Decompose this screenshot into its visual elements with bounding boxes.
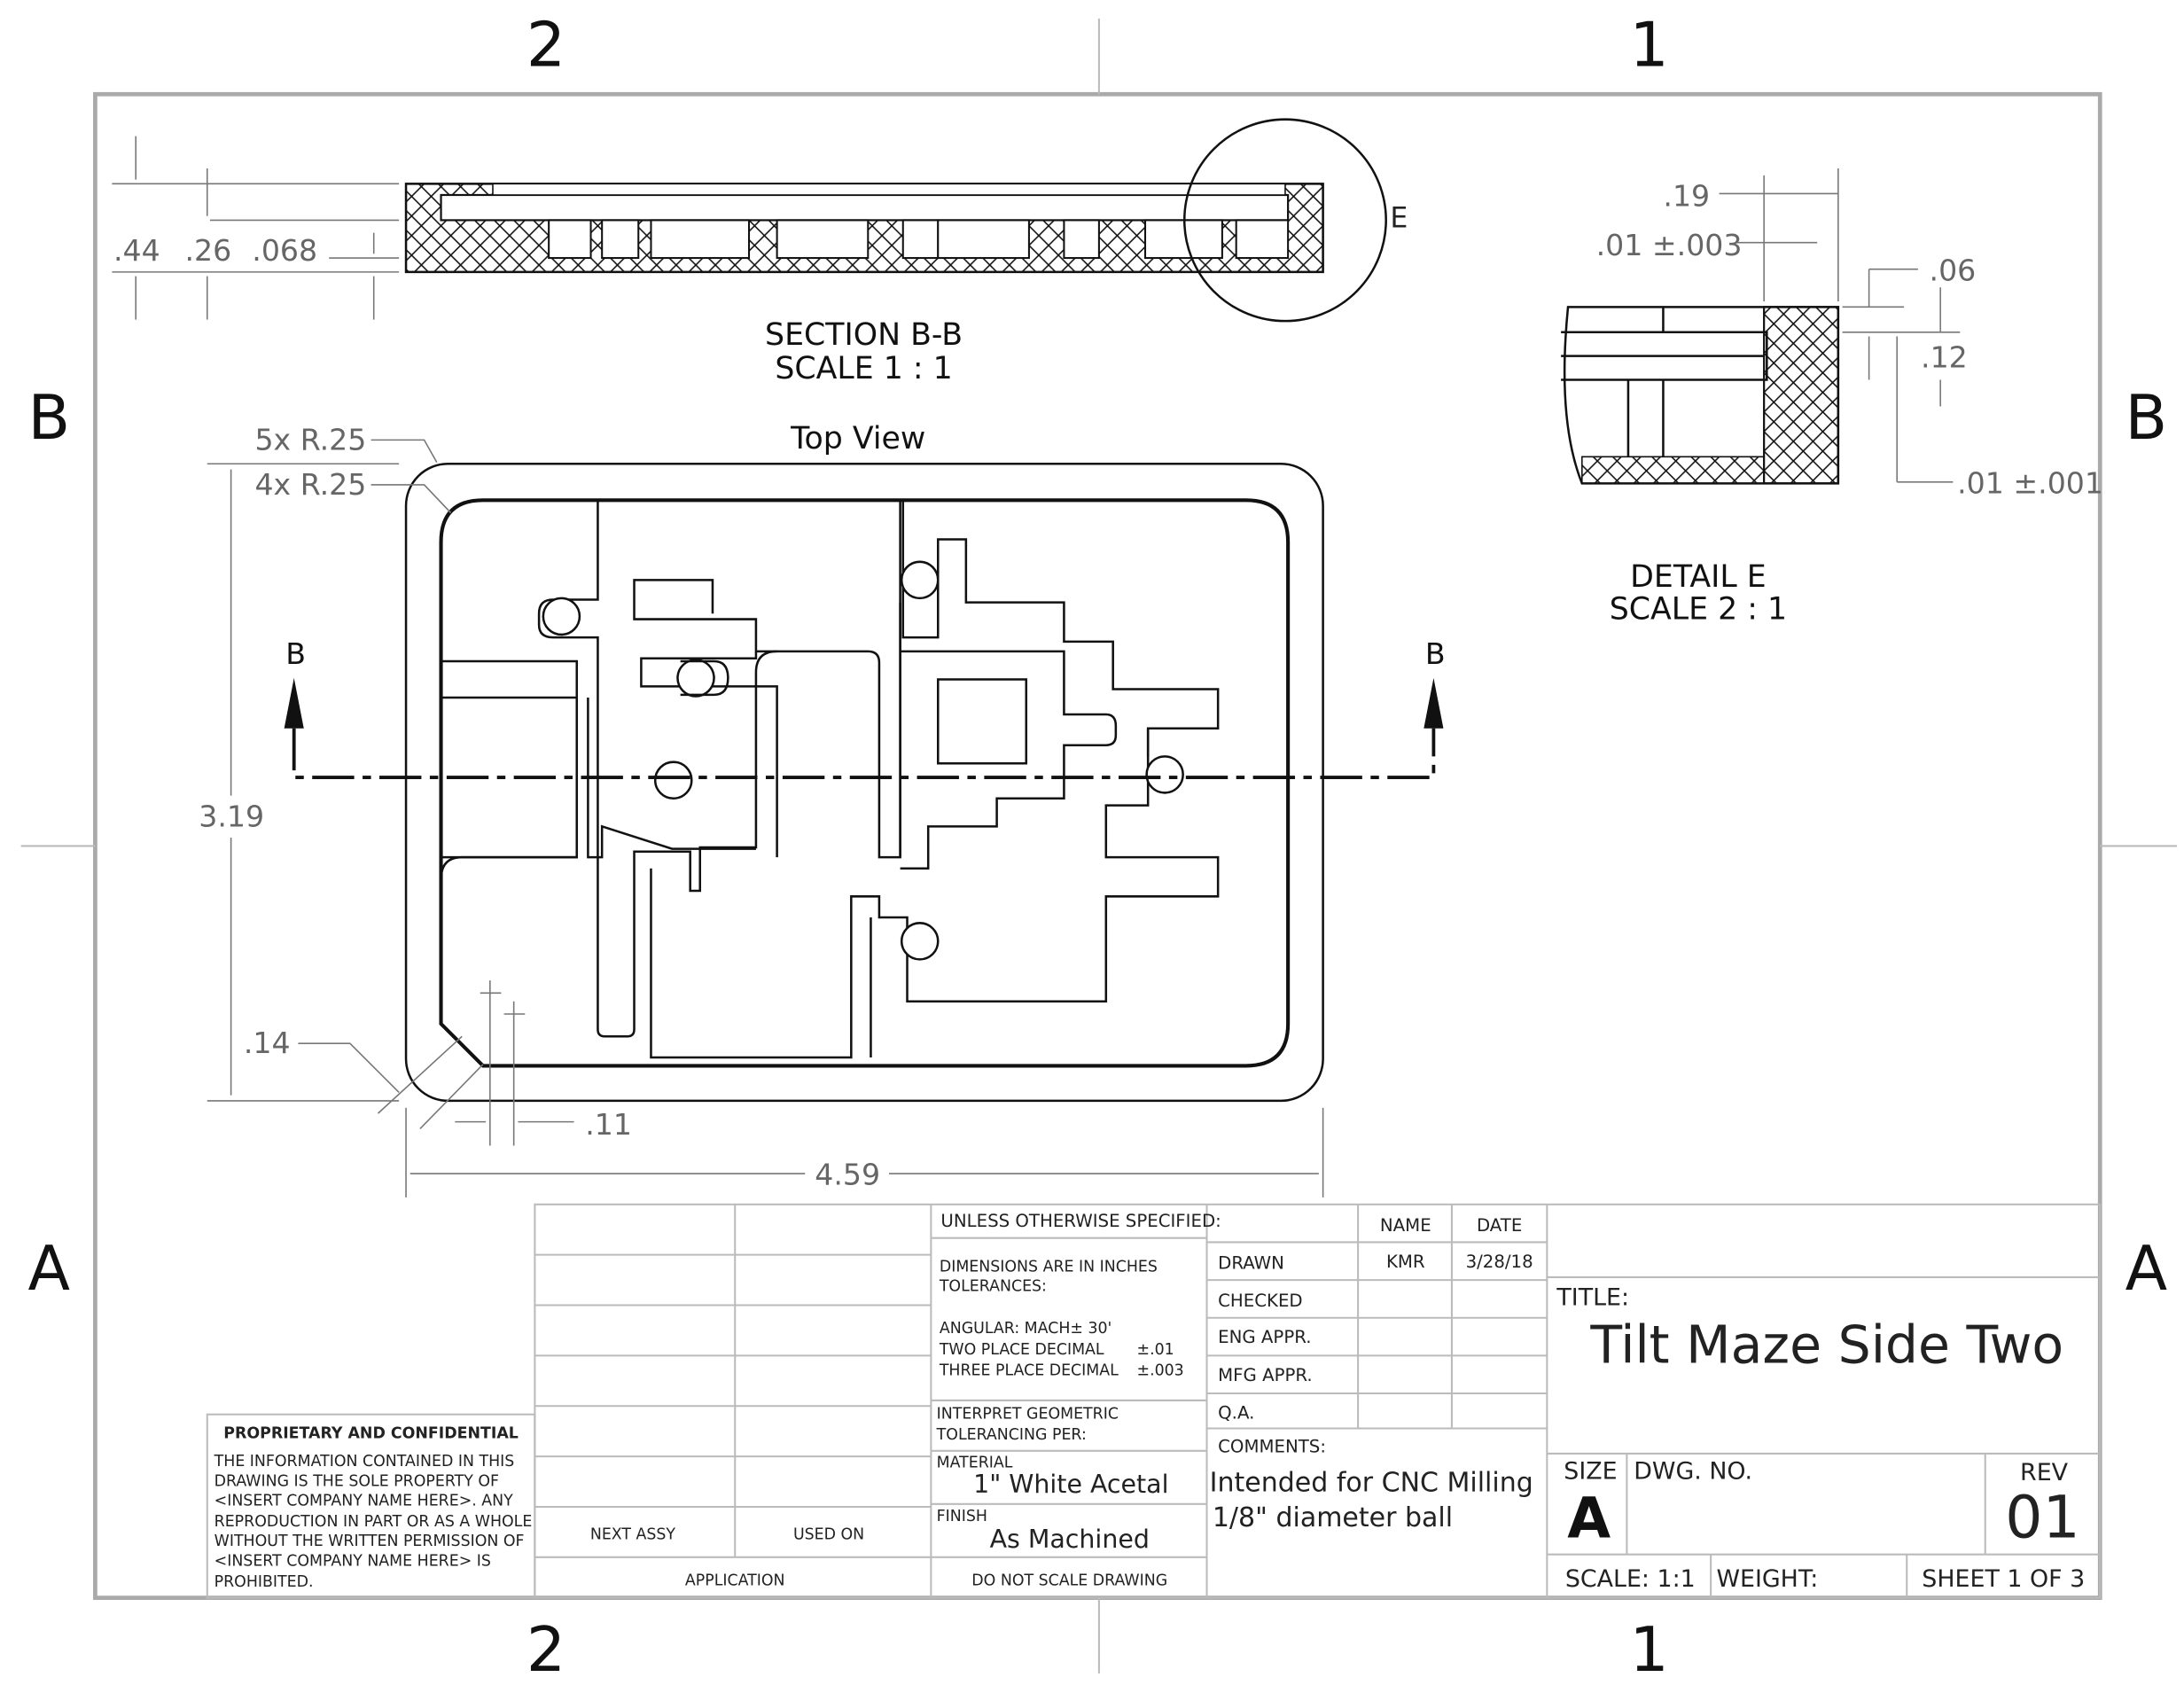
eng-appr-label: ENG APPR. — [1218, 1327, 1311, 1347]
scale-label: SCALE: 1:1 — [1565, 1565, 1696, 1593]
detail-title: DETAIL E — [1630, 559, 1767, 595]
proprietary-text: DRAWING IS THE SOLE PROPERTY OF — [214, 1472, 499, 1490]
application-label: APPLICATION — [685, 1572, 785, 1589]
drawn-name: KMR — [1386, 1252, 1425, 1272]
interpret-label: INTERPRET GEOMETRIC — [937, 1405, 1119, 1423]
sheet-label: SHEET 1 OF 3 — [1922, 1565, 2085, 1593]
interpret-label: TOLERANCING PER: — [936, 1426, 1087, 1444]
cut-label: B — [285, 636, 306, 671]
zone-label: 1 — [1630, 10, 1669, 82]
cut-label: B — [1425, 636, 1446, 671]
size-value: A — [1567, 1486, 1611, 1551]
dimension-label: .19 — [1663, 179, 1710, 214]
dwg-no-label: DWG. NO. — [1634, 1457, 1752, 1485]
section-title: SECTION B-B — [765, 317, 963, 353]
dimension-label: .01 ±.001 — [1957, 465, 2103, 500]
two-place-tolerance: ±.01 — [1137, 1341, 1174, 1359]
radius-callout: 4x R.25 — [254, 467, 366, 502]
name-header: NAME — [1380, 1215, 1431, 1236]
three-place-tolerance: ±.003 — [1137, 1361, 1184, 1379]
radius-callout: 5x R.25 — [254, 422, 366, 456]
tolerances-label: TOLERANCES: — [939, 1278, 1047, 1296]
section-cut-line — [292, 728, 1436, 779]
material-value: 1" White Acetal — [973, 1470, 1168, 1499]
dimension-label: .068 — [252, 233, 317, 268]
zone-label: B — [27, 382, 70, 454]
offset-dimension: .11 — [585, 1107, 632, 1142]
date-header: DATE — [1477, 1215, 1522, 1236]
height-dimension: 3.19 — [199, 799, 264, 833]
checked-label: CHECKED — [1218, 1291, 1302, 1311]
weight-label: WEIGHT: — [1716, 1565, 1818, 1593]
used-on-label: USED ON — [793, 1525, 864, 1543]
next-assy-label: NEXT ASSY — [590, 1525, 676, 1543]
rev-value: 01 — [2005, 1483, 2079, 1552]
material-label: MATERIAL — [937, 1455, 1013, 1472]
zone-label: B — [2126, 382, 2168, 454]
proprietary-title: PROPRIETARY AND CONFIDENTIAL — [223, 1425, 519, 1443]
dimension-label: .06 — [1930, 253, 1977, 287]
proprietary-text: PROHIBITED. — [214, 1573, 314, 1591]
section-view: E .44 .26 .068 SECTION B-B SCALE 1 : 1 — [112, 118, 1408, 386]
dimension-label: .12 — [1921, 339, 1968, 374]
angular-tolerance: ANGULAR: MACH± 30' — [940, 1320, 1112, 1338]
title-label: TITLE: — [1556, 1284, 1629, 1312]
drawn-date: 3/28/18 — [1466, 1252, 1533, 1272]
zone-ticks — [20, 18, 2178, 1673]
zone-label: 2 — [526, 1614, 566, 1685]
qa-label: Q.A. — [1218, 1402, 1254, 1423]
detail-view: .19 .01 ±.003 .06 .12 .01 ±.001 DETAIL E… — [1561, 168, 2103, 628]
zone-label: 2 — [526, 10, 566, 82]
detail-marker: E — [1390, 202, 1408, 234]
comment-line: Intended for CNC Milling — [1210, 1468, 1533, 1499]
drawn-label: DRAWN — [1218, 1252, 1284, 1273]
title-block: PROPRIETARY AND CONFIDENTIAL THE INFORMA… — [206, 1203, 2102, 1599]
proprietary-text: REPRODUCTION IN PART OR AS A WHOLE — [214, 1513, 533, 1531]
mfg-appr-label: MFG APPR. — [1218, 1365, 1313, 1385]
rev-label: REV — [2020, 1459, 2069, 1486]
proprietary-text: THE INFORMATION CONTAINED IN THIS — [214, 1453, 515, 1470]
finish-label: FINISH — [937, 1508, 987, 1525]
comments-label: COMMENTS: — [1218, 1436, 1326, 1456]
view-title: Top View — [790, 421, 925, 456]
zone-label: A — [28, 1233, 71, 1305]
finish-value: As Machined — [990, 1525, 1150, 1554]
two-place-label: TWO PLACE DECIMAL — [939, 1341, 1104, 1359]
proprietary-text: <INSERT COMPANY NAME HERE>. ANY — [214, 1492, 513, 1509]
section-scale: SCALE 1 : 1 — [775, 351, 952, 386]
detail-scale: SCALE 2 : 1 — [1610, 592, 1787, 628]
maze-walls — [440, 500, 1220, 1059]
zone-label: 1 — [1630, 1614, 1669, 1685]
three-place-label: THREE PLACE DECIMAL — [939, 1361, 1119, 1379]
size-label: SIZE — [1564, 1457, 1617, 1485]
dimension-label: .26 — [184, 233, 231, 268]
comment-line: 1/8" diameter ball — [1213, 1502, 1453, 1533]
top-view: Top View B B — [199, 421, 1446, 1197]
chamfer-dimension: .14 — [244, 1026, 291, 1060]
do-not-scale: DO NOT SCALE DRAWING — [971, 1572, 1167, 1589]
dimension-label: .44 — [113, 233, 160, 268]
proprietary-text: <INSERT COMPANY NAME HERE> IS — [214, 1552, 491, 1570]
drawing-title: Tilt Maze Side Two — [1589, 1314, 2063, 1375]
width-dimension: 4.59 — [815, 1158, 880, 1192]
dims-inches-label: DIMENSIONS ARE IN INCHES — [940, 1259, 1158, 1276]
detail-circle — [1182, 118, 1387, 323]
proprietary-text: WITHOUT THE WRITTEN PERMISSION OF — [214, 1533, 525, 1550]
zone-label: A — [2126, 1233, 2168, 1305]
unless-label: UNLESS OTHERWISE SPECIFIED: — [940, 1211, 1221, 1231]
dimension-label: .01 ±.003 — [1596, 228, 1743, 262]
